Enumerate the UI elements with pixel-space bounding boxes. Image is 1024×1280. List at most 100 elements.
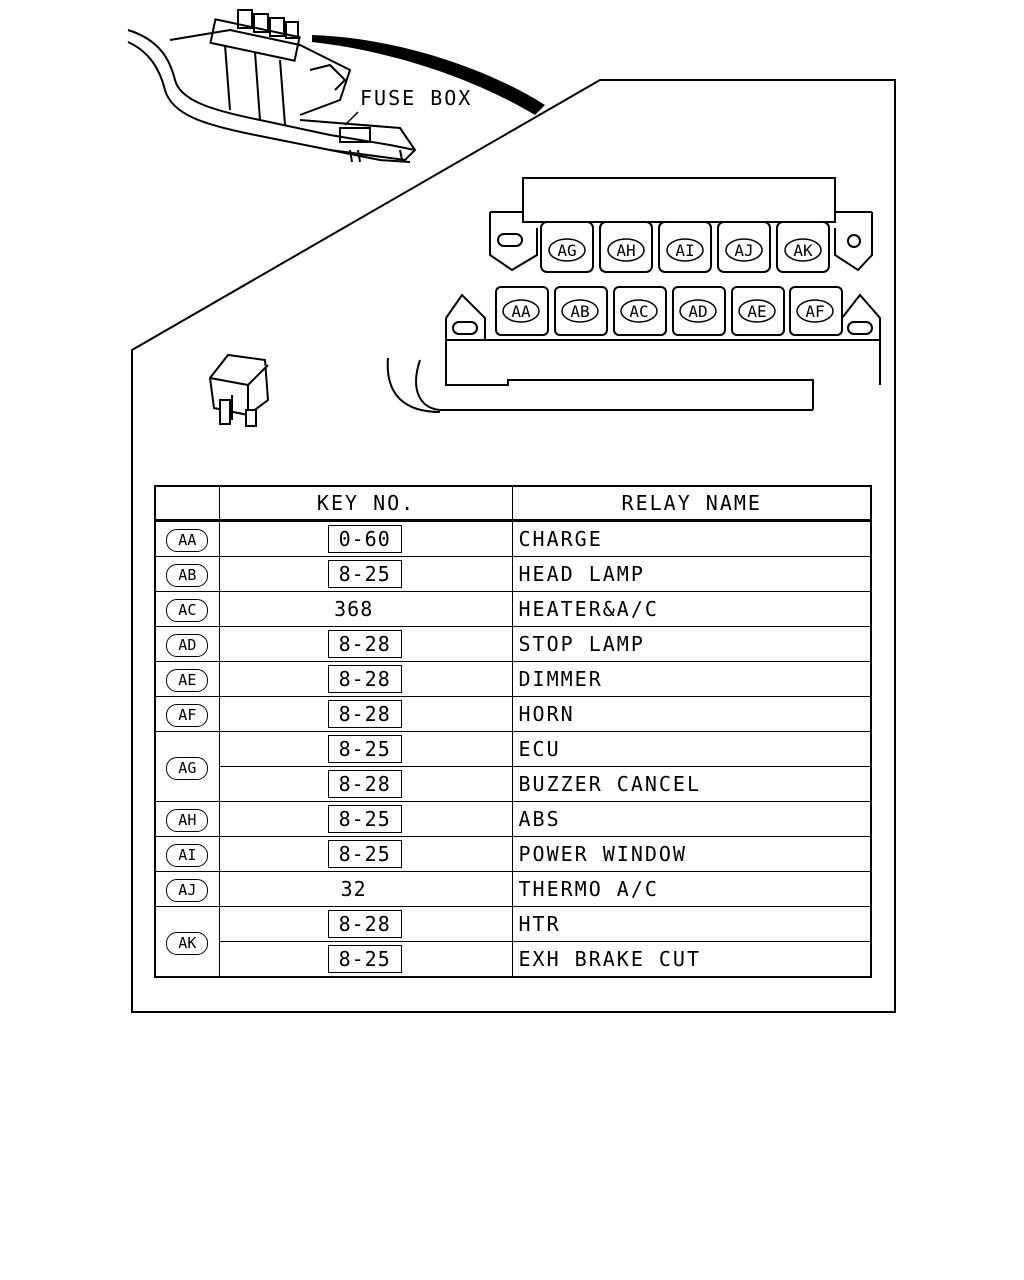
- bottom-relay-labels: AA AB AC AD AE AF: [502, 299, 834, 323]
- relay-name: HEATER&A/C: [512, 591, 872, 627]
- top-socket-ak: AK: [784, 238, 822, 262]
- table-row: AD 8-28 STOP LAMP: [154, 626, 872, 662]
- relay-code-cell: AA: [154, 520, 220, 557]
- relay-code-badge: AI: [166, 844, 209, 867]
- table-row: 8-25 EXH BRAKE CUT: [155, 941, 872, 978]
- fuse-box-label: FUSE BOX: [360, 86, 472, 110]
- relay-name: EXH BRAKE CUT: [512, 941, 872, 978]
- key-no: 0-60: [327, 525, 402, 553]
- relay-code-cell: AI: [154, 836, 220, 872]
- relay-code-badge: AF: [166, 704, 209, 727]
- table-row: AH 8-25 ABS: [154, 801, 872, 837]
- svg-text:AC: AC: [629, 302, 648, 321]
- relay-code-badge: AC: [166, 599, 209, 622]
- bottom-socket-ab: AB: [561, 299, 599, 323]
- table-row: AI 8-25 POWER WINDOW: [154, 836, 872, 872]
- relay-name: CHARGE: [512, 520, 872, 557]
- relay-name: POWER WINDOW: [512, 836, 872, 872]
- relay-name: HEAD LAMP: [512, 556, 872, 592]
- top-socket-aj: AJ: [725, 238, 763, 262]
- relay-code-badge: AB: [166, 564, 209, 587]
- key-no-cell: 8-28: [218, 696, 514, 732]
- relay-code-cell: AC: [154, 591, 220, 627]
- relay-code-cell: AJ: [154, 871, 220, 907]
- relay-code-badge: AA: [166, 529, 209, 552]
- svg-text:AJ: AJ: [734, 241, 753, 260]
- bottom-socket-af: AF: [796, 299, 834, 323]
- key-no: 8-28: [327, 700, 402, 728]
- svg-text:AI: AI: [675, 241, 694, 260]
- table-row: AE 8-28 DIMMER: [154, 661, 872, 697]
- key-no: 8-25: [327, 560, 402, 588]
- svg-text:AG: AG: [557, 241, 576, 260]
- key-no: 32: [340, 877, 367, 901]
- key-no: 8-28: [327, 770, 402, 798]
- svg-text:AH: AH: [616, 241, 635, 260]
- header-relay-name: RELAY NAME: [512, 485, 872, 522]
- relay-name: ABS: [512, 801, 872, 837]
- key-no: 8-25: [327, 840, 402, 868]
- svg-text:AA: AA: [511, 302, 531, 321]
- relay-code-cell: AE: [154, 661, 220, 697]
- bottom-relay-block: [386, 286, 881, 413]
- harness-illustration: [127, 9, 417, 163]
- svg-text:AK: AK: [793, 241, 813, 260]
- top-relay-labels: AG AH AI AJ AK: [548, 238, 822, 262]
- relay-code-badge: AG: [166, 756, 209, 780]
- key-no-cell: 8-28: [218, 766, 514, 802]
- svg-text:AE: AE: [747, 302, 766, 321]
- relay-code-badge: AE: [166, 669, 209, 692]
- top-socket-ai: AI: [666, 238, 704, 262]
- key-no-cell: 8-28: [218, 906, 514, 942]
- pointer-arrow: [312, 35, 545, 115]
- relay-name: ECU: [512, 731, 872, 767]
- key-no-cell: 32: [218, 871, 514, 907]
- bottom-socket-aa: AA: [502, 299, 540, 323]
- header-key-no: KEY NO.: [218, 485, 514, 522]
- header-code: [154, 485, 220, 522]
- relay-code-cell: AG: [154, 731, 220, 802]
- key-no-cell: 368: [218, 591, 514, 627]
- relay-code-cell: AK: [154, 906, 220, 978]
- key-no-cell: 0-60: [218, 520, 514, 557]
- key-no-cell: 8-28: [218, 626, 514, 662]
- relay-code-cell: AF: [154, 696, 220, 732]
- relay-code-cell: AD: [154, 626, 220, 662]
- relay-name: THERMO A/C: [512, 871, 872, 907]
- key-no-cell: 8-25: [218, 941, 514, 978]
- table-header-row: KEY NO. RELAY NAME: [154, 485, 872, 522]
- relay-code-badge: AJ: [166, 879, 209, 902]
- relay-code-badge: AH: [166, 809, 209, 832]
- top-relay-block: [489, 177, 873, 273]
- table-row: AA 0-60 CHARGE: [154, 520, 872, 557]
- top-socket-ah: AH: [607, 238, 645, 262]
- key-no: 8-25: [327, 945, 402, 973]
- diagram-frame: [131, 79, 896, 1013]
- svg-text:AD: AD: [688, 302, 707, 321]
- key-no: 8-28: [327, 665, 402, 693]
- bottom-socket-ac: AC: [620, 299, 658, 323]
- svg-text:AF: AF: [805, 302, 824, 321]
- relay-code-badge: AD: [166, 634, 209, 657]
- top-socket-ag: AG: [548, 238, 586, 262]
- table-row: AB 8-25 HEAD LAMP: [154, 556, 872, 592]
- relay-name: HORN: [512, 696, 872, 732]
- bottom-socket-ae: AE: [738, 299, 776, 323]
- relay-name: STOP LAMP: [512, 626, 872, 662]
- key-no-cell: 8-28: [218, 661, 514, 697]
- relay-name: DIMMER: [512, 661, 872, 697]
- relay-code-cell: AH: [154, 801, 220, 837]
- key-no: 8-28: [327, 910, 402, 938]
- svg-text:AB: AB: [570, 302, 589, 321]
- bottom-socket-ad: AD: [679, 299, 717, 323]
- key-no: 8-25: [327, 805, 402, 833]
- key-no-cell: 8-25: [218, 731, 514, 767]
- table-row: AJ 32 THERMO A/C: [154, 871, 872, 907]
- key-no: 8-28: [327, 630, 402, 658]
- relay-code-badge: AK: [166, 931, 209, 955]
